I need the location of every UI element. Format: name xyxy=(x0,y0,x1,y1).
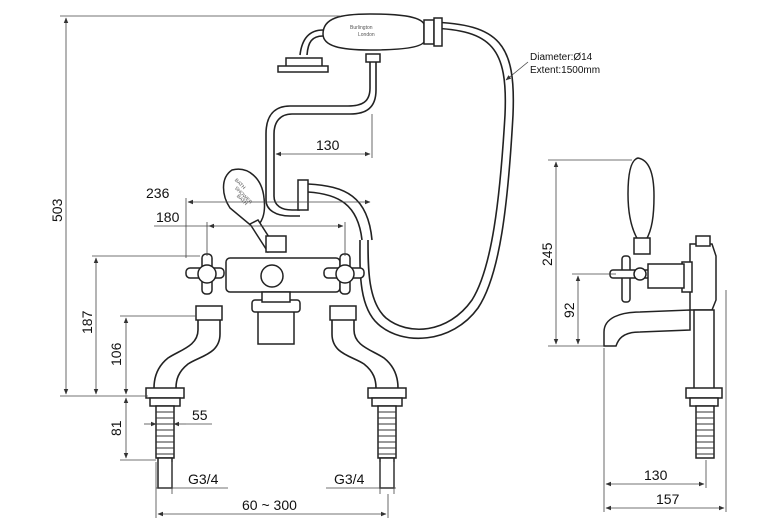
dim-side-spout-height-label: 92 xyxy=(561,302,577,318)
shower-handset: Burlington London xyxy=(277,13,443,73)
valve-body xyxy=(225,257,341,345)
dim-side-height-label: 245 xyxy=(539,242,555,266)
cradle-arm xyxy=(265,62,377,241)
dim-tail-width: 55 xyxy=(144,407,212,427)
dim-thread-left: G3/4 xyxy=(155,462,228,494)
dim-tail-width-label: 55 xyxy=(192,407,208,423)
front-view: Burlington London BATH SHOWER BATH xyxy=(49,13,600,518)
shower-hose xyxy=(359,21,515,340)
hose-note-extent: Extent:1500mm xyxy=(530,65,600,76)
left-thread-hatch xyxy=(156,411,174,455)
dim-width-outer-label: 236 xyxy=(146,185,170,201)
dim-center-range: 60 ~ 300 xyxy=(155,494,389,518)
dim-side-depth-outer: 157 xyxy=(605,290,727,512)
diverter-lever: BATH SHOWER BATH xyxy=(222,168,287,253)
dim-side-spout-height: 92 xyxy=(561,273,616,345)
dim-thread-length: 81 xyxy=(108,397,156,461)
hose-note: Diameter:Ø14 Extent:1500mm xyxy=(505,52,600,81)
side-view: 245 92 130 157 xyxy=(539,157,727,512)
dim-thread-left-label: G3/4 xyxy=(188,471,219,487)
dim-thread-right: G3/4 xyxy=(326,462,396,494)
side-lever xyxy=(627,157,655,255)
dim-side-depth-inner: 130 xyxy=(603,348,707,512)
dim-height-body-label: 106 xyxy=(108,342,124,366)
right-thread-hatch xyxy=(378,411,396,455)
side-body xyxy=(603,235,723,459)
dim-height-valve-label: 187 xyxy=(79,310,95,334)
handset-brand-city: London xyxy=(358,32,375,38)
dim-width-inner-label: 180 xyxy=(156,209,180,225)
dim-side-depth-inner-label: 130 xyxy=(644,467,668,483)
side-thread-hatch xyxy=(696,411,714,455)
dim-center-range-label: 60 ~ 300 xyxy=(242,497,297,513)
dim-side-height: 245 xyxy=(539,159,632,347)
dim-shower-offset: 130 xyxy=(275,114,373,158)
right-leg xyxy=(329,305,407,489)
left-cross-handle xyxy=(185,253,225,295)
dim-total-height-label: 503 xyxy=(49,198,65,222)
dim-thread-length-label: 81 xyxy=(108,420,124,436)
dim-height-valve: 187 xyxy=(79,255,200,395)
hose-note-diameter: Diameter:Ø14 xyxy=(530,52,593,63)
dim-total-height: 503 xyxy=(49,15,340,397)
dim-width-outer: 236 xyxy=(146,185,371,258)
dim-width-inner: 180 xyxy=(154,209,346,256)
left-leg xyxy=(145,305,223,489)
dim-side-depth-outer-label: 157 xyxy=(656,491,680,507)
right-cross-handle xyxy=(323,253,365,295)
dim-shower-offset-label: 130 xyxy=(316,137,340,153)
dim-height-body: 106 xyxy=(108,315,196,395)
handset-brand-name: Burlington xyxy=(350,25,373,31)
dim-thread-right-label: G3/4 xyxy=(334,471,365,487)
